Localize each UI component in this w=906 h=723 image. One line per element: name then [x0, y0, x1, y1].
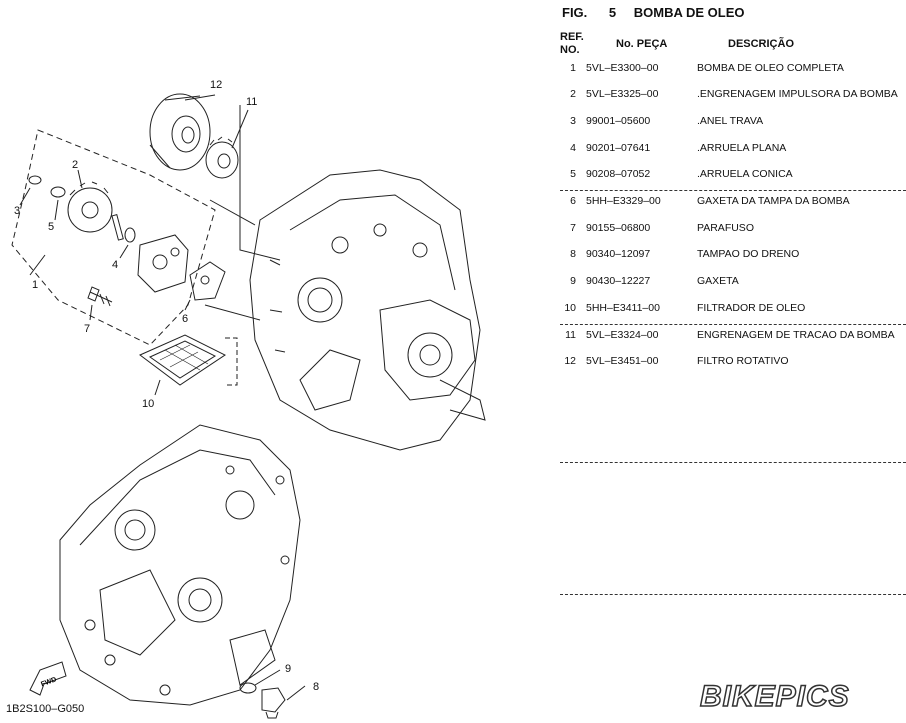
rotor-filter-shape [149, 93, 211, 171]
table-row: 1 5VL–E3300–00 BOMBA DE OLEO COMPLETA [556, 62, 906, 76]
header-ref-line1: REF. [560, 31, 584, 43]
watermark-logo: BIKEPICS [699, 679, 850, 714]
callout-3: 3 [14, 205, 20, 217]
figure-title: FIG. 5 BOMBA DE OLEO [562, 5, 745, 20]
row-description: .ARRUELA CONICA [697, 168, 793, 180]
table-row: 9 90430–12227 GAXETA [556, 275, 906, 289]
pump-assembly-outline [11, 129, 216, 346]
table-row: 5 90208–07052 .ARRUELA CONICA [556, 168, 906, 182]
row-ref: 8 [570, 248, 576, 260]
row-part-no: 5VL–E3324–00 [586, 329, 659, 341]
row-description: .ANEL TRAVA [697, 115, 764, 127]
row-ref: 6 [570, 195, 576, 207]
callout-2: 2 [72, 159, 78, 171]
callout-9: 9 [285, 663, 291, 675]
figure-number: 5 [608, 5, 617, 20]
pump-gear-hub [81, 201, 99, 219]
row-part-no: 5HH–E3411–00 [586, 302, 660, 314]
figure-label: FIG. [562, 5, 588, 20]
diagram-svg: 1 2 3 4 5 6 7 8 9 10 11 12 FWD 1B2S100–G… [6, 79, 486, 719]
table-row: 2 5VL–E3325–00 .ENGRENAGEM IMPULSORA DA … [556, 88, 906, 102]
callout-6: 6 [182, 313, 188, 325]
table-row: 6 5HH–E3329–00 GAXETA DA TAMPA DA BOMBA [556, 195, 906, 209]
header-description: DESCRIÇÃO [728, 38, 795, 50]
fwd-label: FWD [40, 676, 57, 688]
oil-strainer-shape [139, 334, 226, 386]
callout-8: 8 [313, 681, 319, 693]
table-row: 12 5VL–E3451–00 FILTRO ROTATIVO [556, 355, 906, 369]
row-ref: 1 [570, 62, 576, 74]
callout-11: 11 [246, 96, 257, 108]
row-part-no: 99001–05600 [586, 115, 651, 127]
pump-body-shape [137, 234, 189, 293]
separator [560, 190, 906, 191]
header-ref: REF. NO. [560, 31, 584, 57]
row-part-no: 5VL–E3325–00 [586, 88, 659, 100]
drain-plug-shape [261, 687, 286, 713]
callout-7: 7 [84, 323, 90, 335]
callout-5: 5 [48, 221, 54, 233]
figure-name: BOMBA DE OLEO [633, 5, 745, 20]
snap-ring-shape [28, 175, 42, 185]
row-description: BOMBA DE OLEO COMPLETA [697, 62, 844, 74]
row-description: PARAFUSO [697, 222, 754, 234]
row-description: GAXETA DA TAMPA DA BOMBA [697, 195, 850, 207]
header-ref-line2: NO. [560, 44, 580, 56]
callout-4: 4 [112, 259, 118, 271]
row-part-no: 5VL–E3300–00 [586, 62, 659, 74]
table-row: 8 90340–12097 TAMPAO DO DRENO [556, 248, 906, 262]
row-ref: 9 [570, 275, 576, 287]
pump-gear-shape [67, 187, 113, 233]
parts-list: FIG. 5 BOMBA DE OLEO REF. NO. No. PEÇA D… [556, 0, 906, 723]
callout-1: 1 [32, 279, 38, 291]
conical-washer-shape [50, 186, 66, 198]
callout-10: 10 [142, 398, 154, 410]
table-row: 10 5HH–E3411–00 FILTRADOR DE OLEO [556, 302, 906, 316]
row-ref: 3 [570, 115, 576, 127]
row-description: FILTRO ROTATIVO [697, 355, 789, 367]
row-description: GAXETA [697, 275, 739, 287]
crankcase-right-shape [249, 169, 481, 451]
row-ref: 2 [570, 88, 576, 100]
row-part-no: 90155–06800 [586, 222, 651, 234]
table-row: 3 99001–05600 .ANEL TRAVA [556, 115, 906, 129]
fwd-arrow-shape [29, 661, 67, 696]
row-part-no: 90430–12227 [586, 275, 651, 287]
plain-washer-shape [124, 227, 136, 243]
table-row: 4 90201–07641 .ARRUELA PLANA [556, 142, 906, 156]
separator [560, 594, 906, 595]
separator [560, 324, 906, 325]
row-description: ENGRENAGEM DE TRACAO DA BOMBA [697, 329, 895, 341]
row-part-no: 5HH–E3329–00 [586, 195, 661, 207]
row-description: FILTRADOR DE OLEO [697, 302, 806, 314]
row-part-no: 90208–07052 [586, 168, 651, 180]
row-ref: 4 [570, 142, 576, 154]
row-ref: 10 [564, 302, 576, 314]
drain-gasket-shape [239, 682, 257, 694]
exploded-diagram: 1 2 3 4 5 6 7 8 9 10 11 12 FWD 1B2S100–G… [6, 79, 486, 719]
table-row: 7 90155–06800 PARAFUSO [556, 222, 906, 236]
pump-gasket-shape [189, 261, 226, 301]
row-part-no: 90340–12097 [586, 248, 651, 260]
row-description: .ARRUELA PLANA [697, 142, 787, 154]
row-ref: 11 [565, 329, 576, 341]
row-ref: 7 [570, 222, 576, 234]
row-ref: 5 [570, 168, 576, 180]
header-part-no: No. PEÇA [616, 38, 668, 50]
drive-gear-shape [205, 141, 239, 179]
table-row: 11 5VL–E3324–00 ENGRENAGEM DE TRACAO DA … [556, 329, 906, 343]
row-description: TAMPAO DO DRENO [697, 248, 800, 260]
crankcase-left-shape [59, 424, 301, 706]
row-ref: 12 [564, 355, 576, 367]
row-description: .ENGRENAGEM IMPULSORA DA BOMBA [697, 88, 898, 100]
row-part-no: 5VL–E3451–00 [586, 355, 659, 367]
row-part-no: 90201–07641 [586, 142, 651, 154]
separator [560, 462, 906, 463]
diagram-code: 1B2S100–G050 [6, 703, 84, 715]
callout-12: 12 [210, 79, 222, 91]
